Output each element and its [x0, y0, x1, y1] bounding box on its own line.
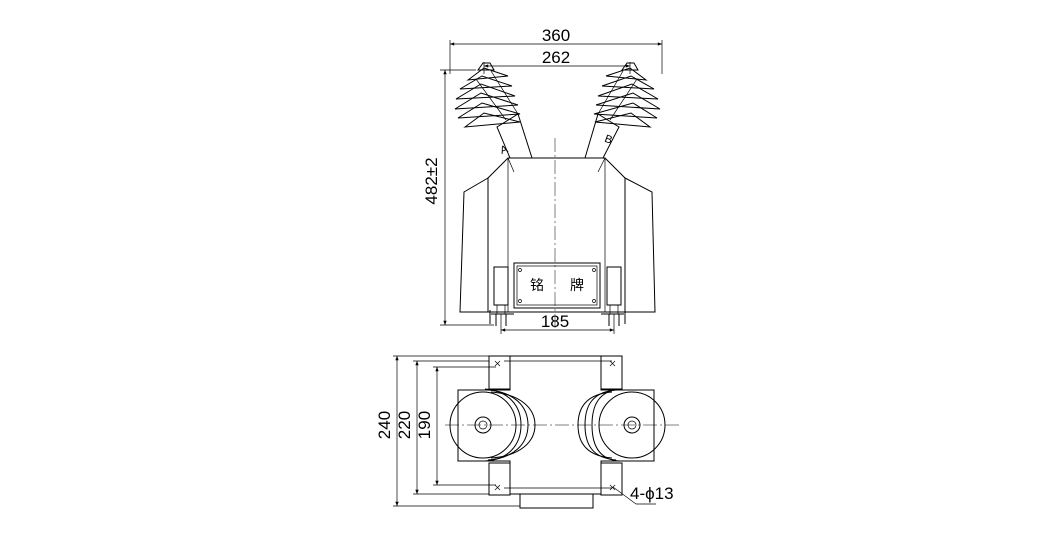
insulator-a [454, 62, 521, 128]
bushing-stem-a [496, 113, 533, 159]
mounting-foot-left [489, 266, 514, 326]
insulator-b [593, 62, 661, 128]
flange-bottom-left [488, 462, 511, 496]
dim-holes-text: 4-ϕ13 [630, 484, 674, 503]
base-rail [519, 493, 594, 509]
dim-terminal-spacing: 262 [483, 48, 631, 74]
mounting-foot-right [601, 266, 626, 326]
insulator-top-a [449, 388, 536, 462]
top-body [457, 355, 655, 495]
dim-262-text: 262 [542, 48, 570, 67]
dim-mounting-spacing: 185 [500, 312, 615, 334]
top-view: 240 220 190 4-ϕ13 [375, 355, 680, 509]
dim-185-text: 185 [541, 312, 569, 331]
nameplate-char-2: 牌 [570, 277, 584, 294]
dim-overall-height: 482±2 [422, 69, 494, 326]
main-body [487, 157, 626, 313]
nameplate [513, 262, 601, 309]
phase-b-label: B [603, 133, 614, 147]
dim-220-text: 220 [395, 411, 414, 439]
flange-bottom-right [600, 462, 623, 496]
dim-240-text: 240 [375, 411, 394, 439]
right-wing [624, 177, 656, 313]
front-view: A B 铭 牌 [422, 26, 663, 334]
insulator-top-b [577, 388, 666, 462]
dim-190-text: 190 [415, 411, 434, 439]
dim-holes: 4-ϕ13 [612, 484, 674, 505]
dim-360-text: 360 [542, 26, 570, 45]
dim-482-text: 482±2 [422, 157, 441, 204]
dim-depth-mid: 220 [395, 360, 489, 495]
dim-depth-overall: 240 [375, 355, 520, 507]
bushing-stem-b [584, 113, 620, 159]
nameplate-char-1: 铭 [530, 278, 544, 294]
dim-depth-holes: 190 [415, 366, 496, 486]
dim-overall-width: 360 [449, 26, 663, 74]
left-wing [459, 177, 489, 313]
phase-a-label: A [499, 143, 511, 157]
